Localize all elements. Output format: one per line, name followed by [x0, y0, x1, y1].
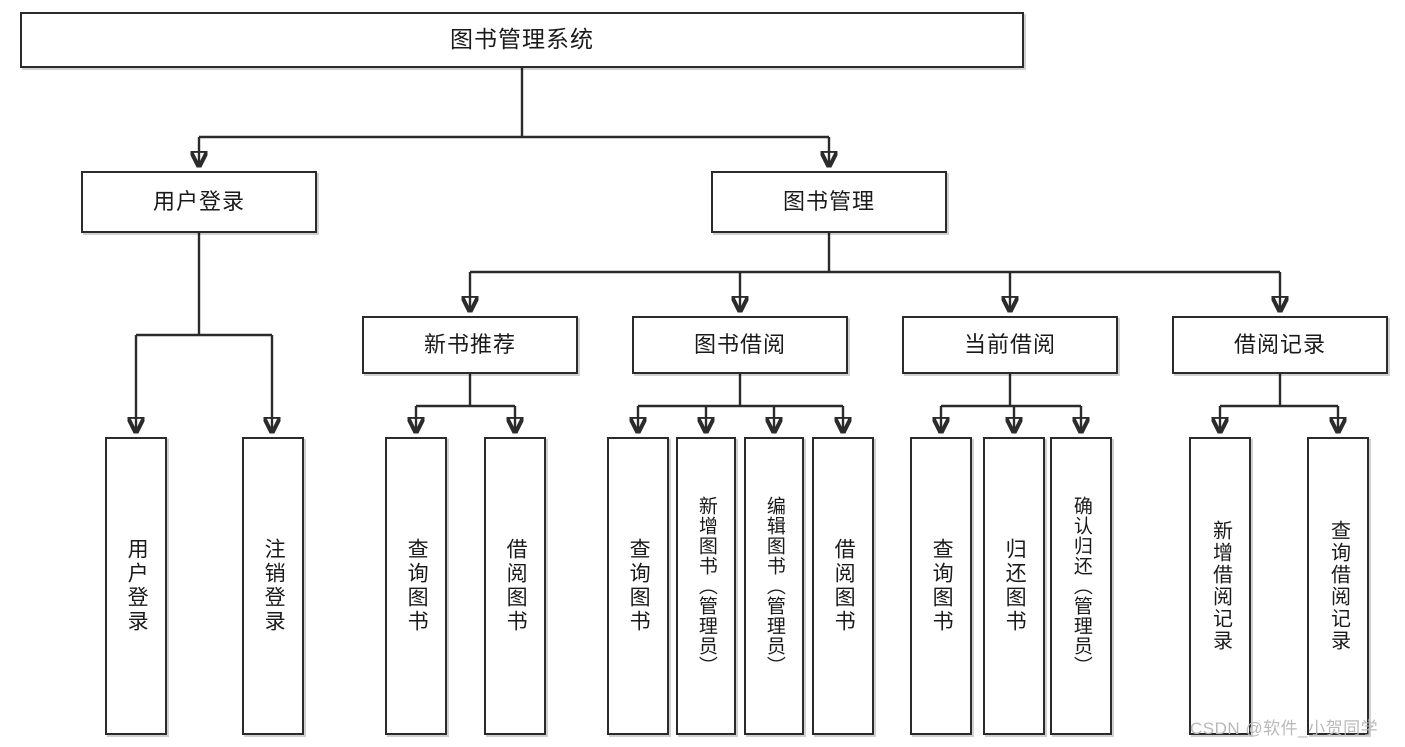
leaf-borrow-books-newbook[interactable]: 借阅图书: [484, 437, 546, 735]
leaf-edit-book-admin[interactable]: 编辑图书（管理员）: [744, 437, 804, 735]
leaf-add-borrowing-record[interactable]: 新增借阅记录: [1189, 437, 1251, 735]
node-book-management[interactable]: 图书管理: [711, 171, 947, 233]
leaf-user-login[interactable]: 用户登录: [105, 437, 167, 735]
leaf-query-books-borrowing[interactable]: 查询图书: [607, 437, 669, 735]
leaf-return-books[interactable]: 归还图书: [983, 437, 1045, 735]
leaf-borrow-books-borrowing[interactable]: 借阅图书: [812, 437, 874, 735]
leaf-add-book-admin[interactable]: 新增图书（管理员）: [676, 437, 736, 735]
node-book-borrowing[interactable]: 图书借阅: [632, 316, 848, 374]
leaf-query-borrowing-record[interactable]: 查询借阅记录: [1307, 437, 1369, 735]
node-root-book-management-system[interactable]: 图书管理系统: [20, 12, 1024, 68]
node-new-book-recommendation[interactable]: 新书推荐: [362, 316, 578, 374]
leaf-query-books-current[interactable]: 查询图书: [910, 437, 972, 735]
node-user-login[interactable]: 用户登录: [81, 171, 317, 233]
csdn-watermark: CSDN @软件_小贺同学: [1190, 719, 1379, 738]
node-borrowing-records[interactable]: 借阅记录: [1172, 316, 1388, 374]
leaf-query-books-newbook[interactable]: 查询图书: [385, 437, 447, 735]
node-current-borrowing[interactable]: 当前借阅: [902, 316, 1118, 374]
leaf-logout[interactable]: 注销登录: [242, 437, 304, 735]
leaf-confirm-return-admin[interactable]: 确认归还（管理员）: [1050, 437, 1112, 735]
